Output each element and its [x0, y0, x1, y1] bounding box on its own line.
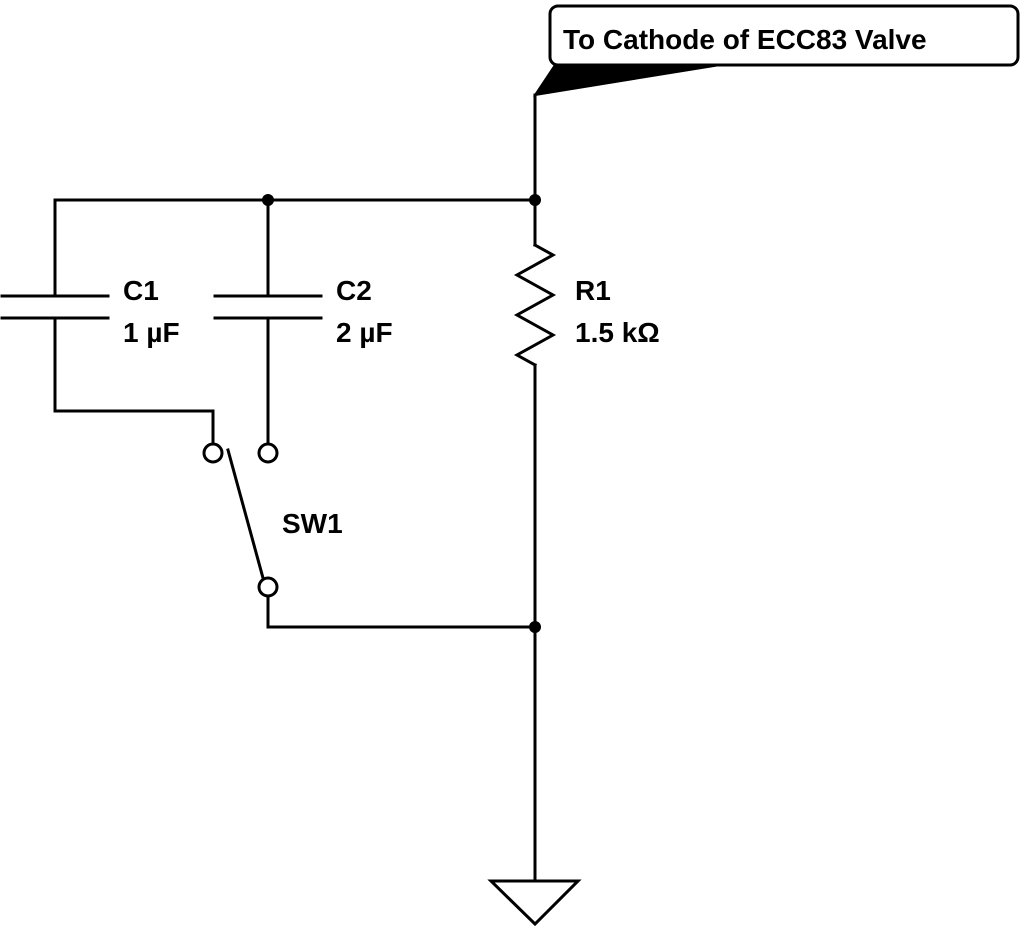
switch-contact: [257, 442, 279, 464]
wires: [53, 93, 537, 882]
r1-ref-label: R1: [575, 275, 611, 306]
junction-dot: [262, 194, 274, 206]
switch-blade: [226, 448, 265, 580]
capacitor-c1: C1 1 µF: [0, 275, 180, 348]
resistor-zigzag: [513, 242, 557, 368]
sw1-ref-label: SW1: [282, 508, 343, 539]
ground-triangle: [487, 879, 582, 927]
junctions: [262, 194, 541, 633]
c1-ref-label: C1: [123, 275, 159, 306]
callout-label: To Cathode of ECC83 Valve: [563, 24, 927, 55]
cathode-callout: To Cathode of ECC83 Valve: [532, 4, 1020, 97]
resistor-r1: R1 1.5 kΩ: [513, 242, 660, 368]
switch-sw1: SW1: [202, 442, 343, 598]
callout-box: [548, 4, 1020, 67]
junction-dot: [529, 194, 541, 206]
c1-value-label: 1 µF: [123, 317, 180, 348]
callout-pointer: [532, 64, 721, 97]
switch-contact: [202, 442, 224, 464]
capacitor-c2: C2 2 µF: [213, 275, 393, 348]
c2-value-label: 2 µF: [336, 317, 393, 348]
c2-ref-label: C2: [336, 275, 372, 306]
switch-common-contact: [257, 576, 279, 598]
junction-dot: [529, 621, 541, 633]
ground-symbol: [487, 879, 582, 927]
r1-value-label: 1.5 kΩ: [575, 317, 660, 348]
